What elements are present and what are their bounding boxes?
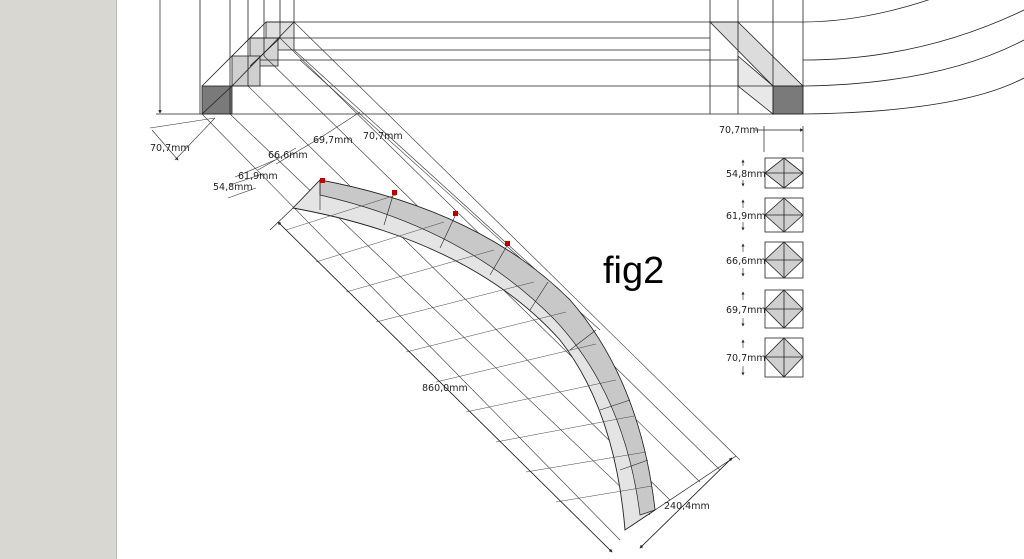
- drawing-canvas: [117, 0, 1024, 559]
- section-label-1: 54,8mm: [726, 169, 766, 180]
- construction-grid: [285, 194, 653, 503]
- section-box-1: [764, 157, 804, 189]
- dim-top-left-depth: 70,7mm: [150, 143, 190, 154]
- dim-length: 860,0mm: [422, 383, 468, 394]
- section-box-3: [764, 241, 804, 279]
- section-boxes: [764, 157, 804, 378]
- marker-2: [392, 190, 397, 195]
- top-frame: [199, 0, 804, 115]
- section-box-4: [764, 289, 804, 329]
- side-panel: [0, 0, 117, 559]
- section-label-3: 66,6mm: [726, 256, 766, 267]
- dimension-stack: [149, 111, 361, 199]
- marker-1: [320, 178, 325, 183]
- left-height-dimension: [156, 0, 202, 115]
- section-markers: [320, 178, 510, 246]
- length-dimension: [269, 207, 613, 553]
- dim-header-right: 70,7mm: [719, 125, 759, 136]
- rise-dimension: [639, 455, 737, 549]
- dim-stack-70-7: 70,7mm: [363, 131, 403, 142]
- dim-stack-54-8: 54,8mm: [213, 182, 253, 193]
- curved-rails: [802, 0, 1024, 115]
- section-box-2: [764, 197, 804, 233]
- header-dimension: [755, 126, 804, 152]
- dim-rise: 240,4mm: [664, 501, 710, 512]
- section-label-5: 70,7mm: [726, 353, 766, 364]
- curved-beam: [292, 178, 656, 531]
- figure-label: fig2: [603, 250, 664, 292]
- dim-stack-66-6: 66,6mm: [268, 150, 308, 161]
- dim-stack-61-9: 61,9mm: [238, 171, 278, 182]
- marker-4: [505, 241, 510, 246]
- marker-3: [453, 211, 458, 216]
- dim-stack-69-7: 69,7mm: [313, 135, 353, 146]
- section-label-2: 61,9mm: [726, 211, 766, 222]
- section-box-5: [764, 337, 804, 378]
- section-label-4: 69,7mm: [726, 305, 766, 316]
